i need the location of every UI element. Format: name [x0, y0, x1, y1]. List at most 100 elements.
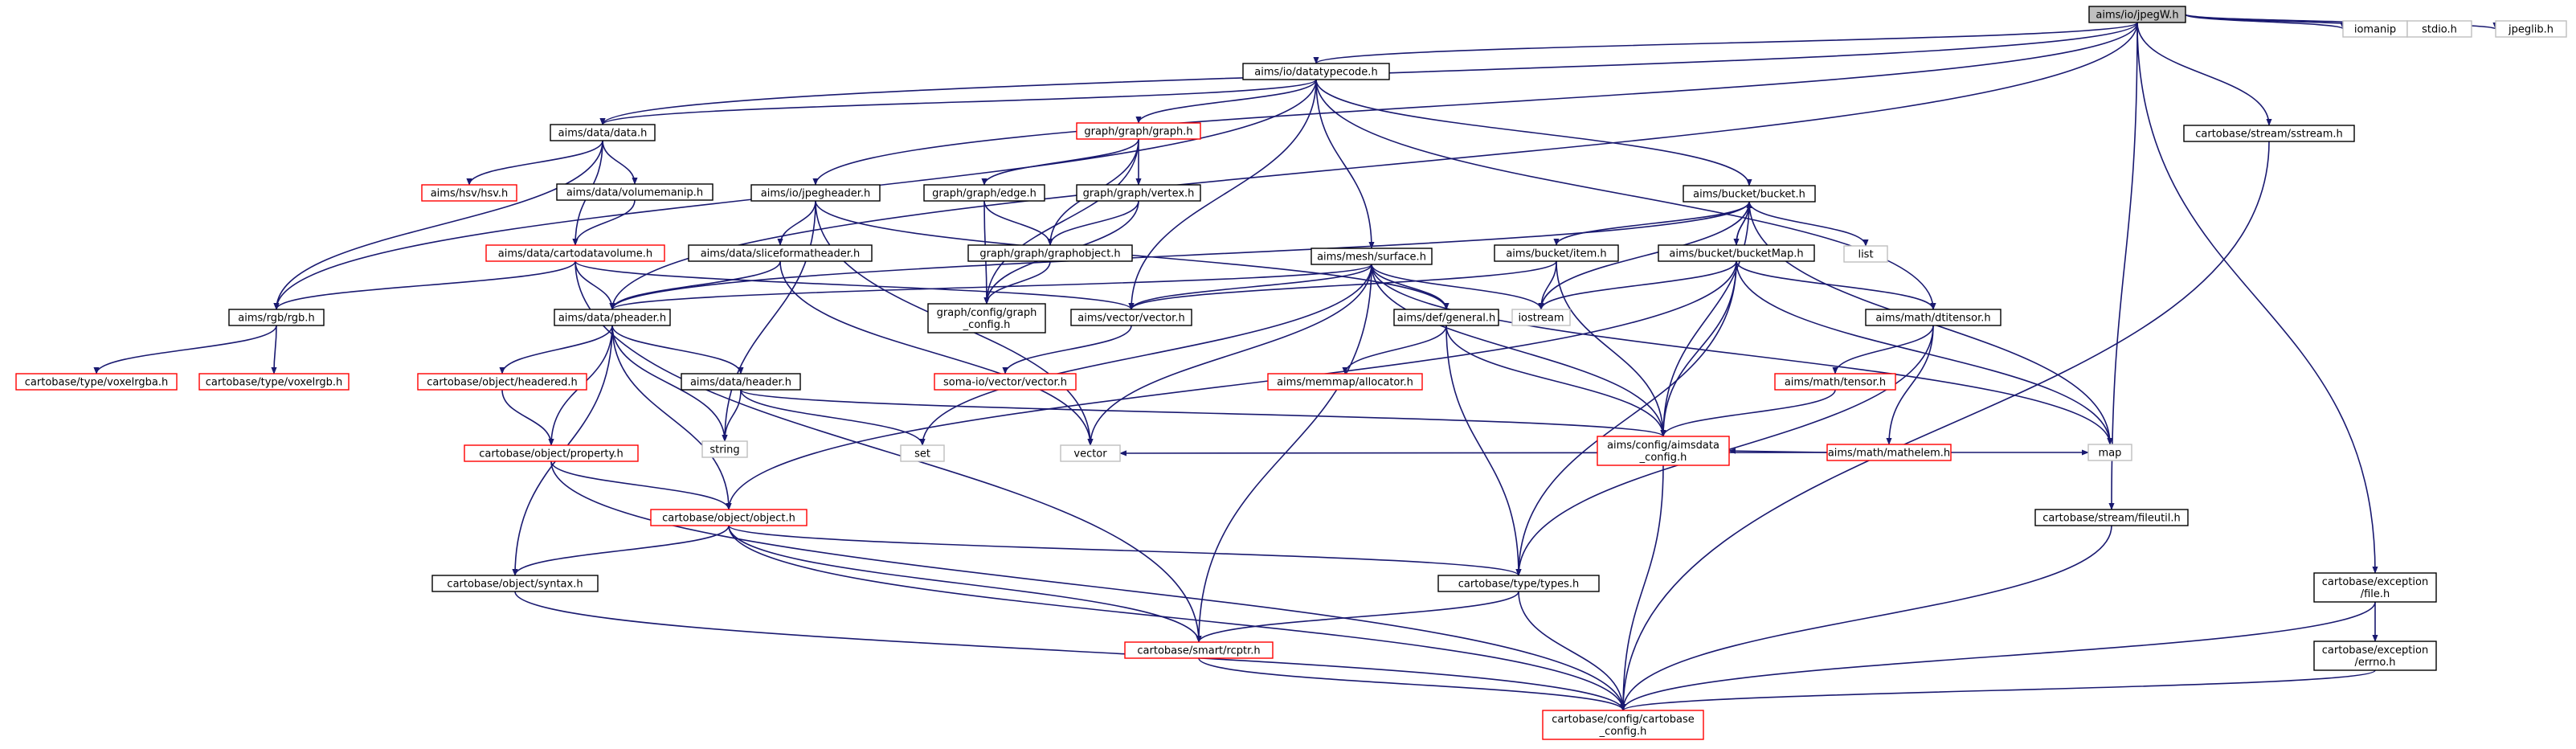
- node-voxelrgba[interactable]: cartobase/type/voxelrgba.h: [15, 373, 178, 391]
- node-box-datatypecode: [1242, 63, 1390, 80]
- node-errno[interactable]: cartobase/exception/errno.h: [2313, 641, 2437, 671]
- node-aimsdataconfig[interactable]: aims/config/aimsdata_config.h: [1597, 436, 1730, 466]
- edge-fileutil-to-cartobaseconfig: [1620, 525, 2112, 711]
- node-sliceformatheader[interactable]: aims/data/sliceformatheader.h: [688, 244, 873, 262]
- node-label-hsv: aims/hsv/hsv.h: [431, 188, 509, 200]
- edge-mathelem-to-aimsdataconfig: [1728, 448, 1828, 454]
- node-label-syntax: cartobase/object/syntax.h: [447, 579, 583, 591]
- node-bucketmap[interactable]: aims/bucket/bucketMap.h: [1658, 244, 1815, 262]
- node-box-bucketmap: [1658, 244, 1815, 262]
- node-general[interactable]: aims/def/general.h: [1393, 309, 1499, 326]
- node-volumemanip[interactable]: aims/data/volumemanip.h: [556, 183, 714, 201]
- edge-datatypecode-to-graph: [1135, 79, 1317, 124]
- node-item[interactable]: aims/bucket/item.h: [1494, 244, 1619, 262]
- edge-pheader-to-headered: [499, 325, 613, 374]
- node-box-item: [1494, 244, 1619, 262]
- node-label-map: map: [2099, 448, 2122, 460]
- edge-datatypecode-to-bucket: [1315, 79, 1752, 186]
- edge-pheader-to-object: [611, 325, 732, 510]
- edge-bucket-to-item: [1553, 201, 1750, 246]
- edge-syntax-to-cartobaseconfig: [514, 591, 1626, 711]
- node-headered[interactable]: cartobase/object/headered.h: [417, 373, 587, 391]
- node-label-object: cartobase/object/object.h: [662, 513, 795, 525]
- node-mathelem[interactable]: aims/math/mathelem.h: [1826, 444, 1952, 461]
- node-sstream[interactable]: cartobase/stream/sstream.h: [2183, 125, 2355, 142]
- node-label-header: aims/data/header.h: [690, 377, 791, 389]
- node-box-vertex: [1076, 184, 1201, 202]
- node-rcptr[interactable]: cartobase/smart/rcptr.h: [1124, 641, 1274, 659]
- node-vertex[interactable]: graph/graph/vertex.h: [1076, 184, 1201, 202]
- node-property[interactable]: cartobase/object/property.h: [464, 444, 639, 462]
- node-bucket[interactable]: aims/bucket/bucket.h: [1683, 185, 1816, 203]
- node-box-map: [2087, 444, 2132, 461]
- node-label-aimsdataconfig-line2: _config.h: [1639, 452, 1687, 464]
- node-rgb[interactable]: aims/rgb/rgb.h: [228, 309, 325, 326]
- node-cartodatavolume[interactable]: aims/data/cartodatavolume.h: [485, 244, 665, 262]
- edge-graph-to-graphconfig: [983, 138, 1139, 305]
- edge-exfile-to-cartobaseconfig: [1620, 601, 2376, 711]
- node-box-vector: [1060, 444, 1121, 462]
- node-label-sstream: cartobase/stream/sstream.h: [2195, 129, 2343, 141]
- node-box-volumemanip: [556, 183, 714, 201]
- node-label-bucketmap: aims/bucket/bucketMap.h: [1669, 248, 1803, 260]
- edge-datatypecode-to-data: [599, 79, 1317, 125]
- node-label-list: list: [1858, 249, 1873, 261]
- edge-pheader-to-header: [611, 325, 744, 374]
- edge-object-to-syntax: [512, 525, 730, 576]
- edge-bucketmap-to-bucket: [1736, 201, 1752, 246]
- node-box-rgb: [228, 309, 325, 326]
- node-dtitensor[interactable]: aims/math/dtitensor.h: [1865, 309, 2002, 326]
- node-label-iomanip: iomanip: [2354, 24, 2396, 36]
- edge-general-to-allocator: [1342, 325, 1447, 374]
- edge-vertex-to-graphobject: [1047, 200, 1139, 246]
- edge-graph-to-edge: [981, 138, 1139, 186]
- node-label-headered: cartobase/object/headered.h: [427, 377, 577, 389]
- edge-cartodatavolume-to-vectorh: [574, 260, 1135, 310]
- node-box-stdio: [2406, 20, 2472, 38]
- node-box-edge: [923, 184, 1045, 202]
- edge-rcptr-to-cartobaseconfig: [1198, 657, 1626, 711]
- node-label-general: aims/def/general.h: [1397, 313, 1495, 325]
- node-jpegheader[interactable]: aims/io/jpegheader.h: [750, 184, 881, 202]
- node-pheader[interactable]: aims/data/pheader.h: [554, 309, 671, 326]
- node-graph[interactable]: graph/graph/graph.h: [1076, 122, 1201, 140]
- node-object[interactable]: cartobase/object/object.h: [650, 509, 808, 526]
- edge-datatypecode-to-surface: [1315, 79, 1375, 249]
- node-data[interactable]: aims/data/data.h: [550, 124, 656, 141]
- node-list: list: [1843, 245, 1888, 263]
- node-exfile[interactable]: cartobase/exception/file.h: [2313, 572, 2437, 603]
- edge-data-to-volumemanip: [602, 140, 638, 185]
- node-surface[interactable]: aims/mesh/surface.h: [1310, 248, 1433, 265]
- edge-header-to-string: [722, 389, 742, 442]
- node-datatypecode[interactable]: aims/io/datatypecode.h: [1242, 63, 1390, 80]
- node-syntax[interactable]: cartobase/object/syntax.h: [431, 575, 599, 592]
- node-edge[interactable]: graph/graph/edge.h: [923, 184, 1045, 202]
- node-label-vertex: graph/graph/vertex.h: [1083, 188, 1195, 200]
- node-graphobject[interactable]: graph/graph/graphobject.h: [967, 244, 1133, 262]
- edge-bucketmap-to-iostream: [1538, 260, 1737, 310]
- node-somavector[interactable]: soma-io/vector/vector.h: [934, 373, 1077, 391]
- node-cartobaseconfig[interactable]: cartobase/config/cartobase_config.h: [1542, 710, 1704, 740]
- node-box-object: [650, 509, 808, 526]
- node-types[interactable]: cartobase/type/types.h: [1437, 575, 1600, 592]
- edge-surface-to-general: [1371, 264, 1450, 310]
- node-tensor[interactable]: aims/math/tensor.h: [1774, 373, 1896, 391]
- edge-surface-to-map: [1371, 264, 2113, 445]
- node-hsv[interactable]: aims/hsv/hsv.h: [421, 184, 517, 202]
- node-vectorh[interactable]: aims/vector/vector.h: [1070, 309, 1192, 326]
- node-box-fileutil: [2034, 509, 2189, 526]
- node-fileutil[interactable]: cartobase/stream/fileutil.h: [2034, 509, 2189, 526]
- node-box-vectorh: [1070, 309, 1192, 326]
- node-allocator[interactable]: aims/memmap/allocator.h: [1267, 373, 1423, 391]
- node-map: map: [2087, 444, 2132, 461]
- edge-cartodatavolume-to-pheader: [574, 260, 615, 310]
- node-graphconfig[interactable]: graph/config/graph_config.h: [927, 303, 1046, 334]
- node-box-allocator: [1267, 373, 1423, 391]
- node-voxelrgb[interactable]: cartobase/type/voxelrgb.h: [198, 373, 350, 391]
- edge-general-to-types: [1445, 325, 1522, 576]
- node-box-cartodatavolume: [485, 244, 665, 262]
- node-header[interactable]: aims/data/header.h: [681, 373, 801, 391]
- node-label-data: aims/data/data.h: [558, 128, 648, 140]
- edge-jpegheader-to-sliceformatheader: [777, 200, 816, 246]
